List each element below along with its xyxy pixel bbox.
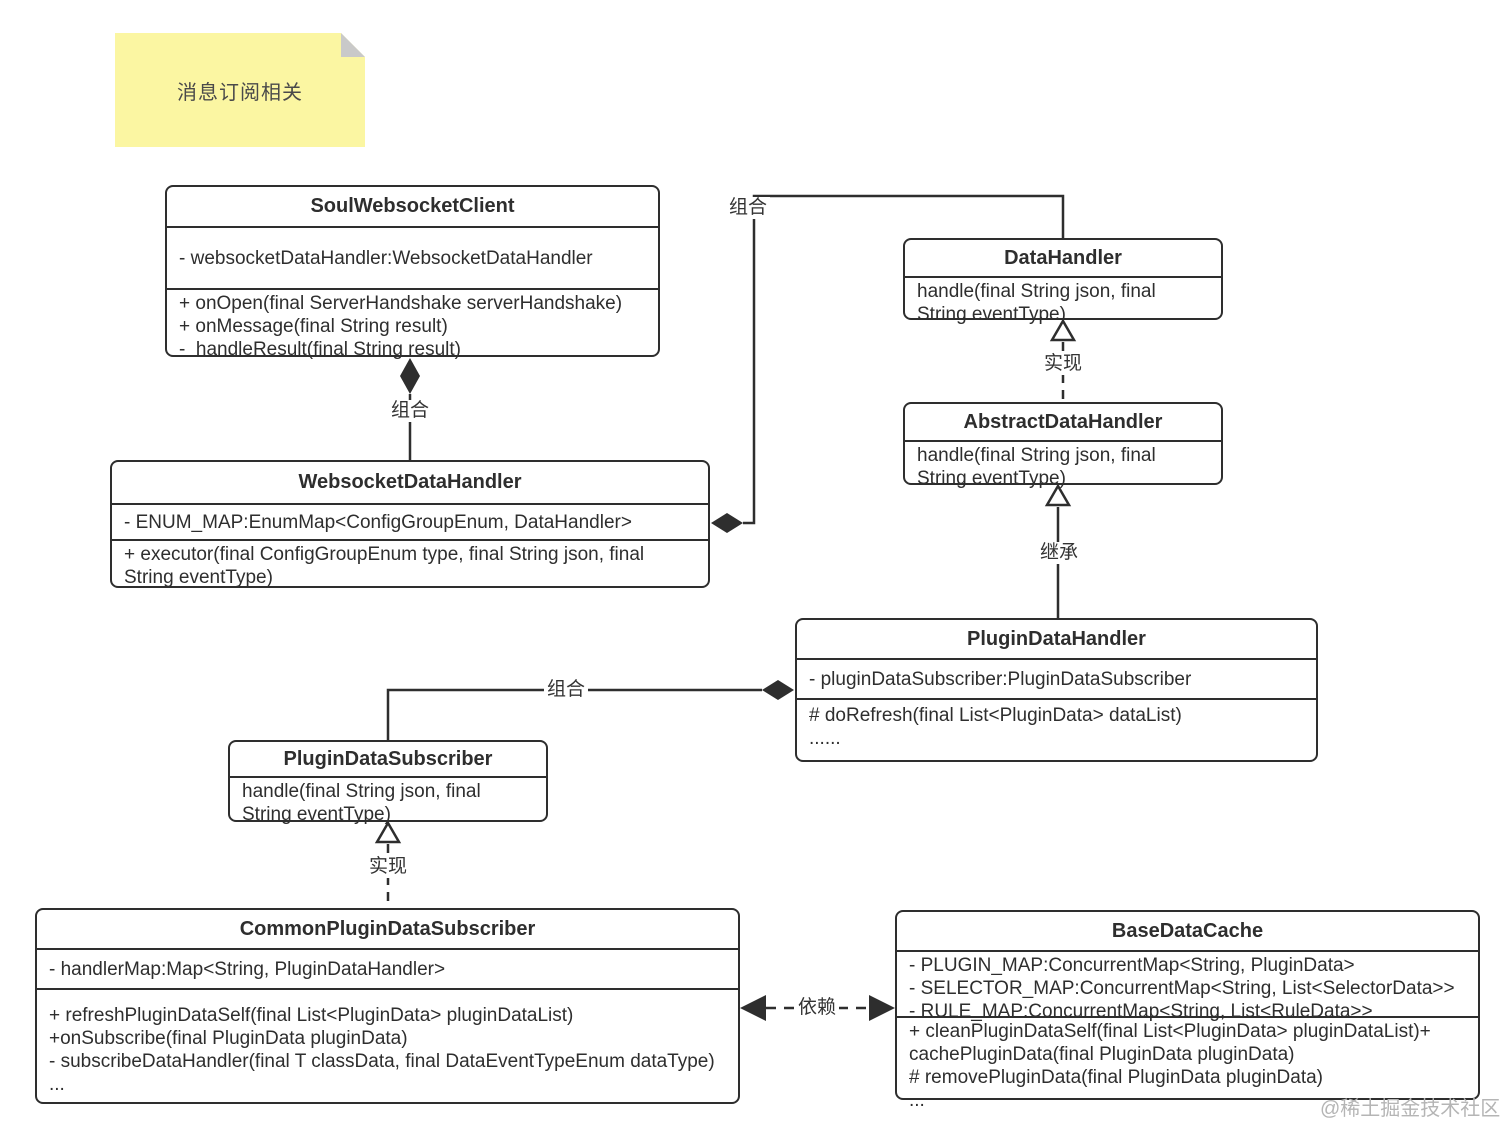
class-title: PluginDataSubscriber <box>230 742 546 778</box>
class-soul-websocket-client: SoulWebsocketClient - websocketDataHandl… <box>165 185 660 360</box>
class-title: WebsocketDataHandler <box>112 462 708 505</box>
edge-label-realization: 实现 <box>365 856 411 878</box>
realization-triangle-icon <box>1049 318 1077 342</box>
edge-label-composition: 组合 <box>725 197 771 219</box>
class-title: AbstractDataHandler <box>905 404 1221 442</box>
class-common-plugin-data-subscriber: CommonPluginDataSubscriber - handlerMap:… <box>35 908 740 1104</box>
sticky-note-text: 消息订阅相关 <box>177 81 303 104</box>
method: handle(final String json, final <box>917 445 1156 466</box>
method: cachePluginData(final PluginData pluginD… <box>909 1044 1295 1065</box>
attribute: - ENUM_MAP:EnumMap<ConfigGroupEnum, Data… <box>124 511 632 533</box>
class-methods: handle(final String json, final String e… <box>905 278 1221 326</box>
method: ... <box>909 1090 925 1111</box>
composition-diamond-icon <box>762 680 794 700</box>
class-attributes: - PLUGIN_MAP:ConcurrentMap<String, Plugi… <box>897 952 1478 1022</box>
method: + onOpen(final ServerHandshake serverHan… <box>179 293 623 314</box>
class-attributes: - websocketDataHandler:WebsocketDataHand… <box>167 228 658 290</box>
class-methods: + refreshPluginDataSelf(final List<Plugi… <box>37 990 738 1102</box>
method: handle(final String json, final <box>242 781 481 802</box>
edge-label-composition: 组合 <box>543 679 589 701</box>
class-title: PluginDataHandler <box>797 620 1316 660</box>
attribute: - SELECTOR_MAP:ConcurrentMap<String, Lis… <box>909 978 1455 999</box>
class-title: BaseDataCache <box>897 912 1478 952</box>
method: + onMessage(final String result) <box>179 316 448 337</box>
attribute: - RULE_MAP:ConcurrentMap<String, List<Ru… <box>909 1001 1373 1022</box>
class-base-data-cache: BaseDataCache - PLUGIN_MAP:ConcurrentMap… <box>895 910 1480 1111</box>
attribute: - handlerMap:Map<String, PluginDataHandl… <box>49 958 446 980</box>
class-plugin-data-handler: PluginDataHandler - pluginDataSubscriber… <box>795 618 1318 762</box>
class-methods: handle(final String json, final String e… <box>230 778 546 826</box>
method: - subscribeDataHandler(final T classData… <box>49 1051 715 1072</box>
method: # removePluginData(final PluginData plug… <box>909 1067 1324 1088</box>
composition-edge-datahandler <box>711 194 1065 533</box>
realization-edge-abstractdatahandler <box>1049 318 1077 402</box>
method: String eventType) <box>917 304 1066 325</box>
class-methods: + onOpen(final ServerHandshake serverHan… <box>167 290 658 361</box>
method: +onSubscribe(final PluginData pluginData… <box>49 1028 408 1049</box>
class-data-handler: DataHandler handle(final String json, fi… <box>903 238 1223 325</box>
watermark-text: @稀土掘金技术社区 <box>1320 1098 1501 1120</box>
attribute: - pluginDataSubscriber:PluginDataSubscri… <box>809 668 1192 690</box>
method: String eventType) <box>124 567 273 588</box>
method: ...... <box>809 728 841 749</box>
realization-triangle-icon <box>374 820 402 844</box>
class-plugin-data-subscriber: PluginDataSubscriber handle(final String… <box>228 740 548 825</box>
method: - handleResult(final String result) <box>179 339 461 360</box>
edge-label-inheritance: 继承 <box>1036 542 1082 564</box>
method: ... <box>49 1074 65 1095</box>
composition-edge-plugindatasubscriber <box>386 680 794 740</box>
class-attributes: - handlerMap:Map<String, PluginDataHandl… <box>37 950 738 990</box>
class-websocket-data-handler: WebsocketDataHandler - ENUM_MAP:EnumMap<… <box>110 460 710 588</box>
class-title: CommonPluginDataSubscriber <box>37 910 738 950</box>
class-abstract-data-handler: AbstractDataHandler handle(final String … <box>903 402 1223 489</box>
class-methods: + executor(final ConfigGroupEnum type, f… <box>112 541 708 589</box>
method: # doRefresh(final List<PluginData> dataL… <box>809 705 1182 726</box>
attribute: - websocketDataHandler:WebsocketDataHand… <box>179 247 593 269</box>
class-title: SoulWebsocketClient <box>167 187 658 228</box>
dependency-arrow-right-icon <box>869 995 895 1021</box>
edge-label-composition: 组合 <box>387 400 433 422</box>
method: String eventType) <box>242 804 391 825</box>
edge-label-dependency: 依赖 <box>794 997 840 1019</box>
composition-diamond-icon <box>711 513 743 533</box>
composition-diamond-icon <box>400 358 420 394</box>
sticky-note: 消息订阅相关 <box>115 33 365 147</box>
dependency-edge-basedatacache <box>740 995 895 1021</box>
class-methods: # doRefresh(final List<PluginData> dataL… <box>797 700 1316 760</box>
method: + cleanPluginDataSelf(final List<PluginD… <box>909 1021 1431 1042</box>
class-title: DataHandler <box>905 240 1221 278</box>
class-methods: handle(final String json, final String e… <box>905 442 1221 490</box>
method: + refreshPluginDataSelf(final List<Plugi… <box>49 1005 574 1026</box>
attribute: - PLUGIN_MAP:ConcurrentMap<String, Plugi… <box>909 955 1355 976</box>
class-attributes: - ENUM_MAP:EnumMap<ConfigGroupEnum, Data… <box>112 505 708 541</box>
method: String eventType) <box>917 468 1066 489</box>
class-methods: + cleanPluginDataSelf(final List<PluginD… <box>897 1018 1478 1112</box>
method: handle(final String json, final <box>917 281 1156 302</box>
inheritance-triangle-icon <box>1044 483 1072 507</box>
dependency-arrow-left-icon <box>740 995 766 1021</box>
method: + executor(final ConfigGroupEnum type, f… <box>124 544 645 565</box>
class-attributes: - pluginDataSubscriber:PluginDataSubscri… <box>797 660 1316 700</box>
edge-label-realization: 实现 <box>1040 353 1086 375</box>
